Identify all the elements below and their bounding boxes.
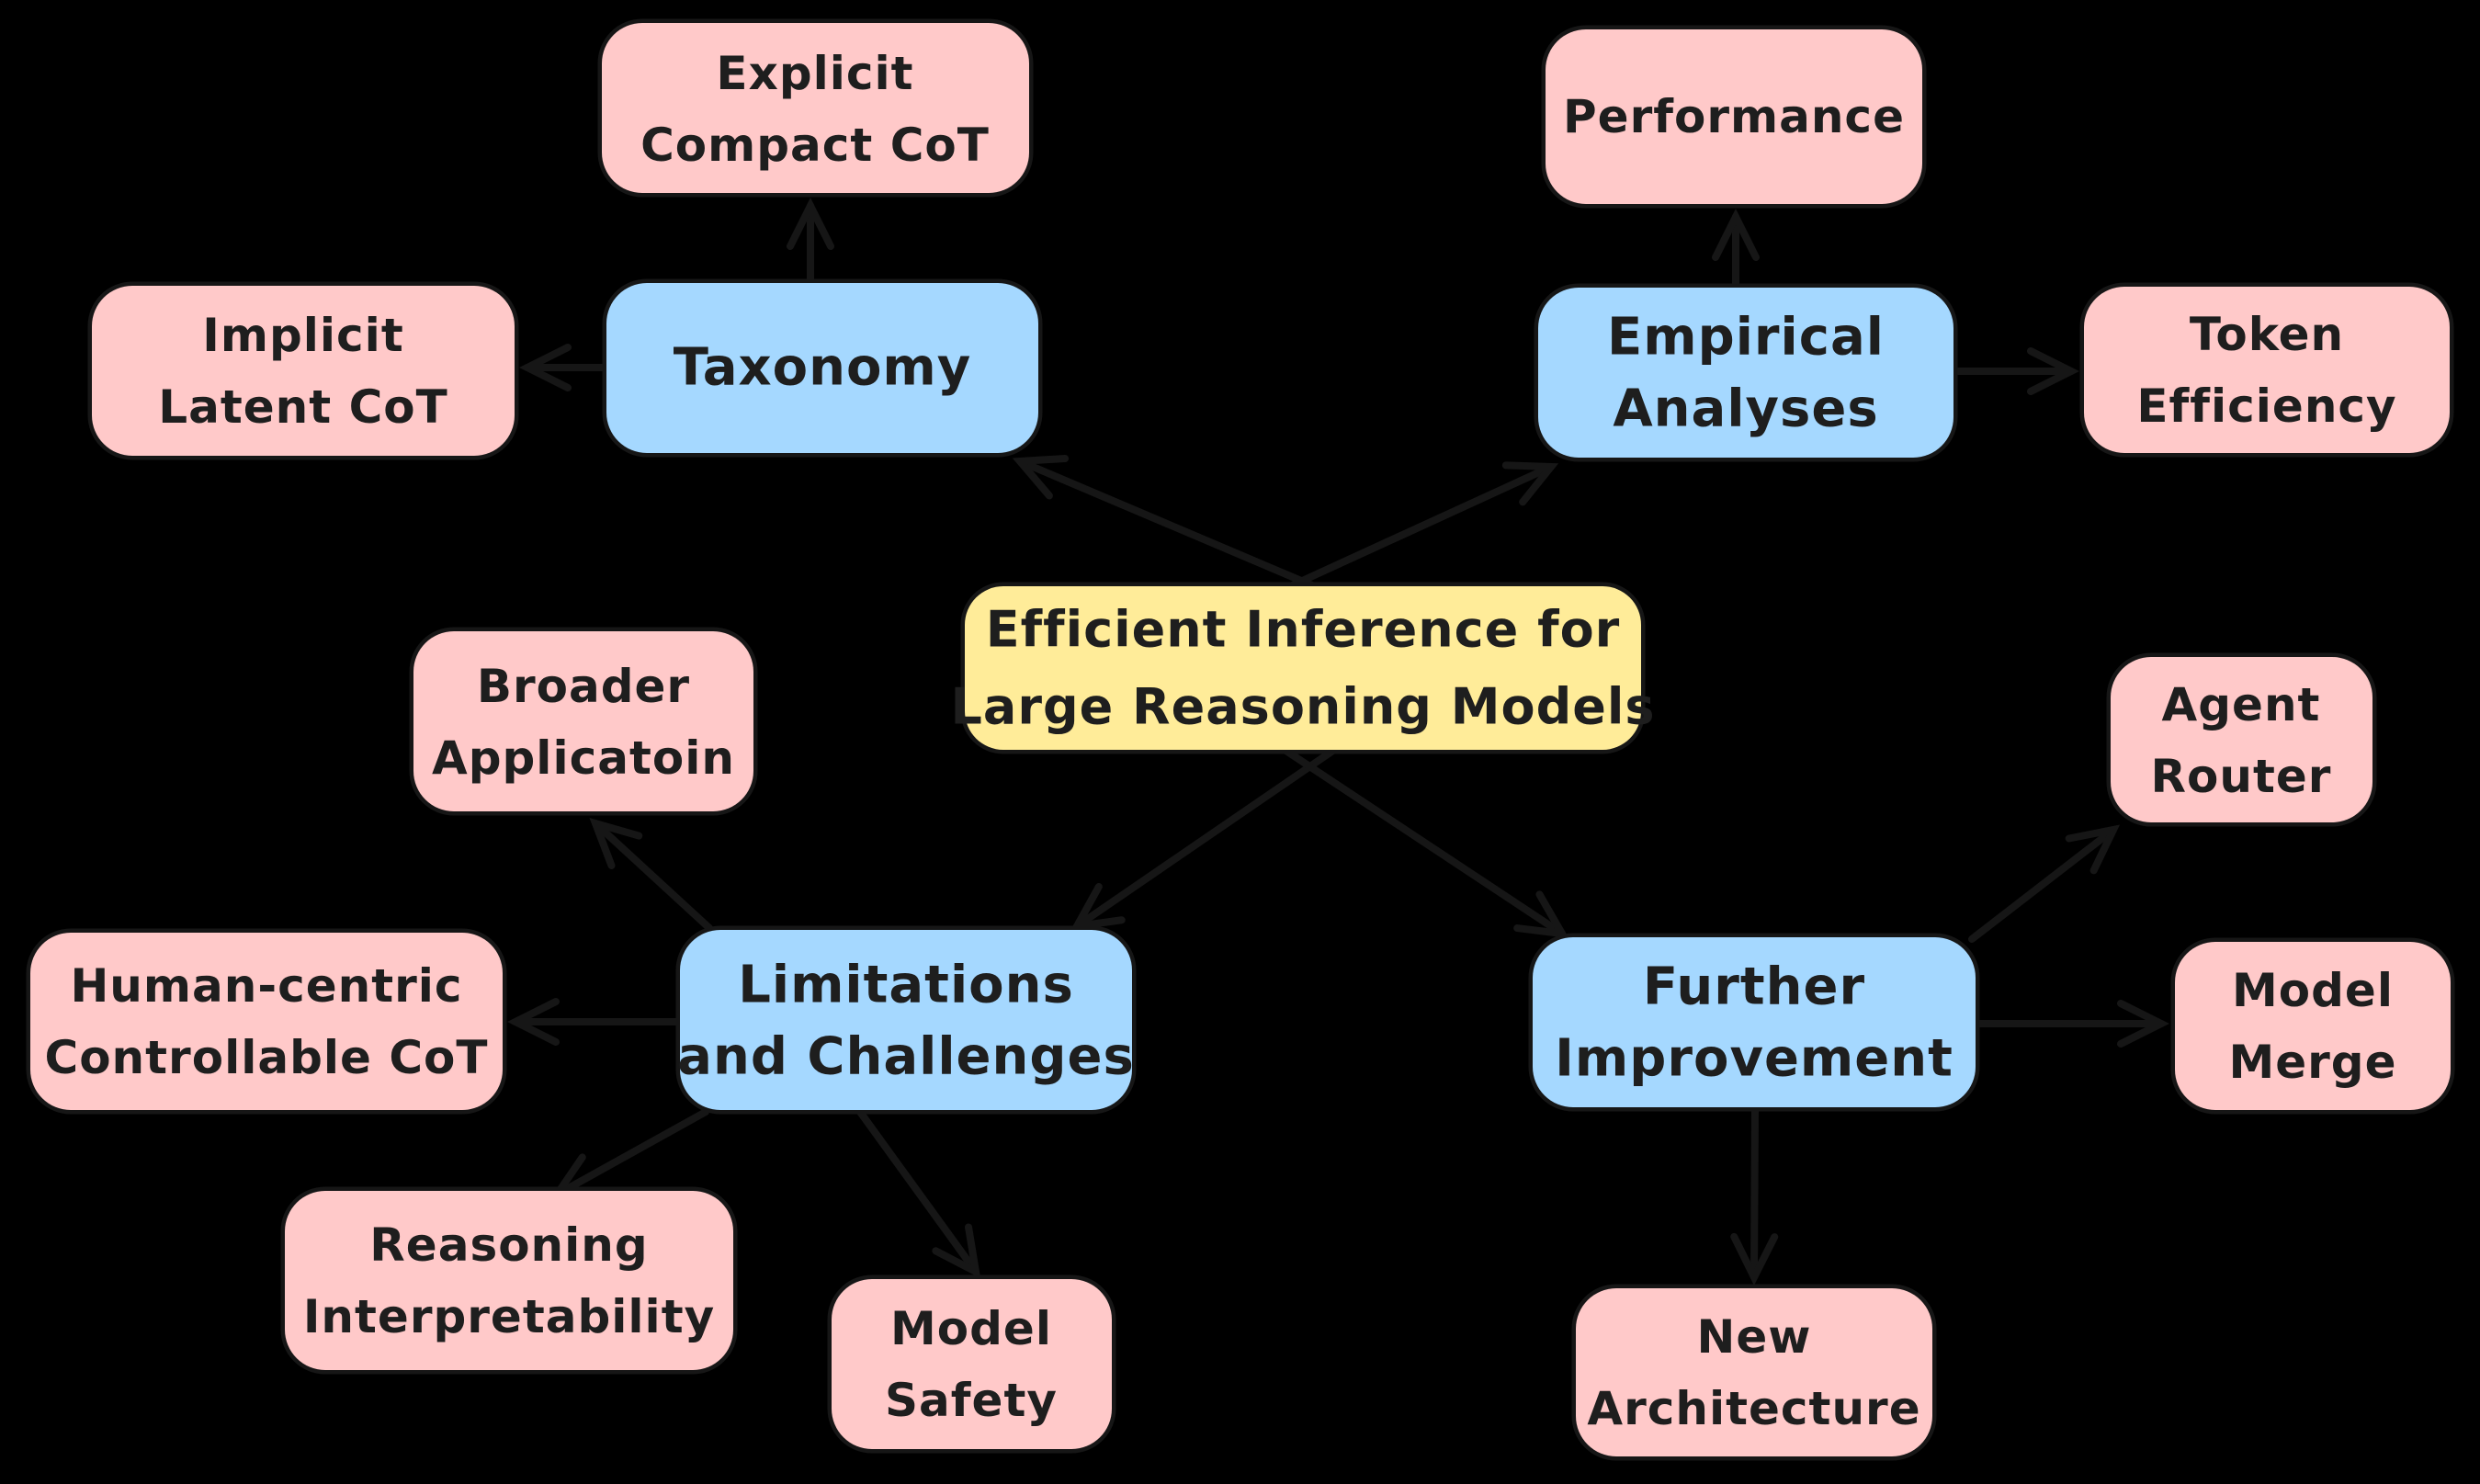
reasoning-interpretability-label-line1: Reasoning <box>369 1218 648 1272</box>
node-taxonomy[interactable]: Taxonomy <box>602 278 1043 458</box>
further-improvement-label-line2: Improvement <box>1555 1029 1953 1089</box>
edge-limitations-to-broader-application <box>589 817 713 932</box>
empirical-analyses-label-line1: Empirical <box>1607 308 1885 368</box>
empirical-analyses-box[interactable] <box>1534 283 1958 462</box>
edge-root-to-empirical-analyses <box>1283 461 1559 592</box>
implicit-latent-cot-box[interactable] <box>87 281 519 460</box>
new-architecture-box[interactable] <box>1571 1284 1937 1461</box>
explicit-compact-cot-label-line1: Explicit <box>716 47 913 100</box>
edge-layer <box>507 198 2169 1286</box>
node-model-merge[interactable]: Model Merge <box>2170 937 2455 1115</box>
model-safety-label-line1: Model <box>890 1302 1052 1355</box>
edge-root-to-further-improvement <box>1278 744 1569 938</box>
token-efficiency-box[interactable] <box>2079 282 2454 458</box>
model-merge-label-line2: Merge <box>2228 1036 2396 1089</box>
root-label-line2: Large Reasoning Models <box>950 678 1655 736</box>
broader-application-label-line2: Applicatoin <box>432 731 735 785</box>
further-improvement-box[interactable] <box>1528 933 1980 1112</box>
model-merge-label-line1: Model <box>2232 964 2394 1017</box>
explicit-compact-cot-label-line2: Compact CoT <box>640 119 990 172</box>
edge-further-to-new-architecture <box>1730 1105 1779 1286</box>
node-empirical-analyses[interactable]: Empirical Analyses <box>1534 283 1958 462</box>
reasoning-interpretability-box[interactable] <box>280 1186 738 1375</box>
root-label-line1: Efficient Inference for <box>986 601 1621 659</box>
node-reasoning-interpretability[interactable]: Reasoning Interpretability <box>280 1186 738 1375</box>
new-architecture-label-line1: New <box>1697 1310 1812 1364</box>
node-further-improvement[interactable]: Further Improvement <box>1528 933 1980 1112</box>
node-limitations-and-challenges[interactable]: Limitations and Challenges <box>675 925 1137 1115</box>
implicit-latent-cot-label-line2: Latent CoT <box>158 380 447 434</box>
node-model-safety[interactable]: Model Safety <box>827 1274 1116 1454</box>
further-improvement-label-line1: Further <box>1643 957 1865 1017</box>
node-token-efficiency[interactable]: Token Efficiency <box>2079 282 2454 458</box>
agent-router-label-line1: Agent <box>2162 678 2321 731</box>
node-agent-router[interactable]: Agent Router <box>2106 652 2377 827</box>
human-centric-controllable-cot-label-line1: Human-centric <box>70 959 462 1013</box>
node-human-centric-controllable-cot[interactable]: Human-centric Controllable CoT <box>26 928 507 1115</box>
model-safety-label-line2: Safety <box>885 1374 1058 1427</box>
new-architecture-label-line2: Architecture <box>1587 1382 1920 1435</box>
limitations-and-challenges-label-line2: and Challenges <box>677 1027 1135 1087</box>
taxonomy-label: Taxonomy <box>674 338 972 398</box>
agent-router-label-line2: Router <box>2151 750 2332 803</box>
node-root[interactable]: Efficient Inference for Large Reasoning … <box>950 582 1655 754</box>
human-centric-controllable-cot-box[interactable] <box>26 928 507 1115</box>
performance-box[interactable] <box>1541 25 1927 209</box>
node-broader-application[interactable]: Broader Applicatoin <box>409 627 758 816</box>
node-implicit-latent-cot[interactable]: Implicit Latent CoT <box>87 281 519 460</box>
broader-application-label-line1: Broader <box>477 660 690 713</box>
edge-limitations-to-model-safety <box>856 1108 981 1279</box>
node-explicit-compact-cot[interactable]: Explicit Compact CoT <box>597 18 1034 198</box>
edge-root-to-taxonomy <box>1012 454 1322 592</box>
root-box[interactable] <box>960 582 1646 754</box>
token-efficiency-label-line1: Token <box>2190 308 2344 361</box>
edge-limitations-to-reasoning-interpretability <box>549 1108 709 1199</box>
performance-label: Performance <box>1563 90 1905 143</box>
implicit-latent-cot-label-line1: Implicit <box>202 309 403 362</box>
limitations-and-challenges-label-line1: Limitations <box>738 956 1074 1015</box>
human-centric-controllable-cot-label-line2: Controllable CoT <box>45 1031 489 1084</box>
explicit-compact-cot-box[interactable] <box>597 18 1034 198</box>
token-efficiency-label-line2: Efficiency <box>2136 379 2396 433</box>
agent-router-box[interactable] <box>2106 652 2377 827</box>
empirical-analyses-label-line2: Analyses <box>1613 379 1878 439</box>
broader-application-box[interactable] <box>409 627 758 816</box>
edge-root-to-limitations <box>1070 744 1341 932</box>
model-merge-box[interactable] <box>2170 937 2455 1115</box>
taxonomy-box[interactable] <box>602 278 1043 458</box>
model-safety-box[interactable] <box>827 1274 1116 1454</box>
node-performance[interactable]: Performance <box>1541 25 1927 209</box>
edge-further-to-agent-router <box>1968 824 2121 943</box>
limitations-and-challenges-box[interactable] <box>675 925 1137 1115</box>
reasoning-interpretability-label-line2: Interpretability <box>303 1290 715 1343</box>
node-new-architecture[interactable]: New Architecture <box>1571 1284 1937 1461</box>
